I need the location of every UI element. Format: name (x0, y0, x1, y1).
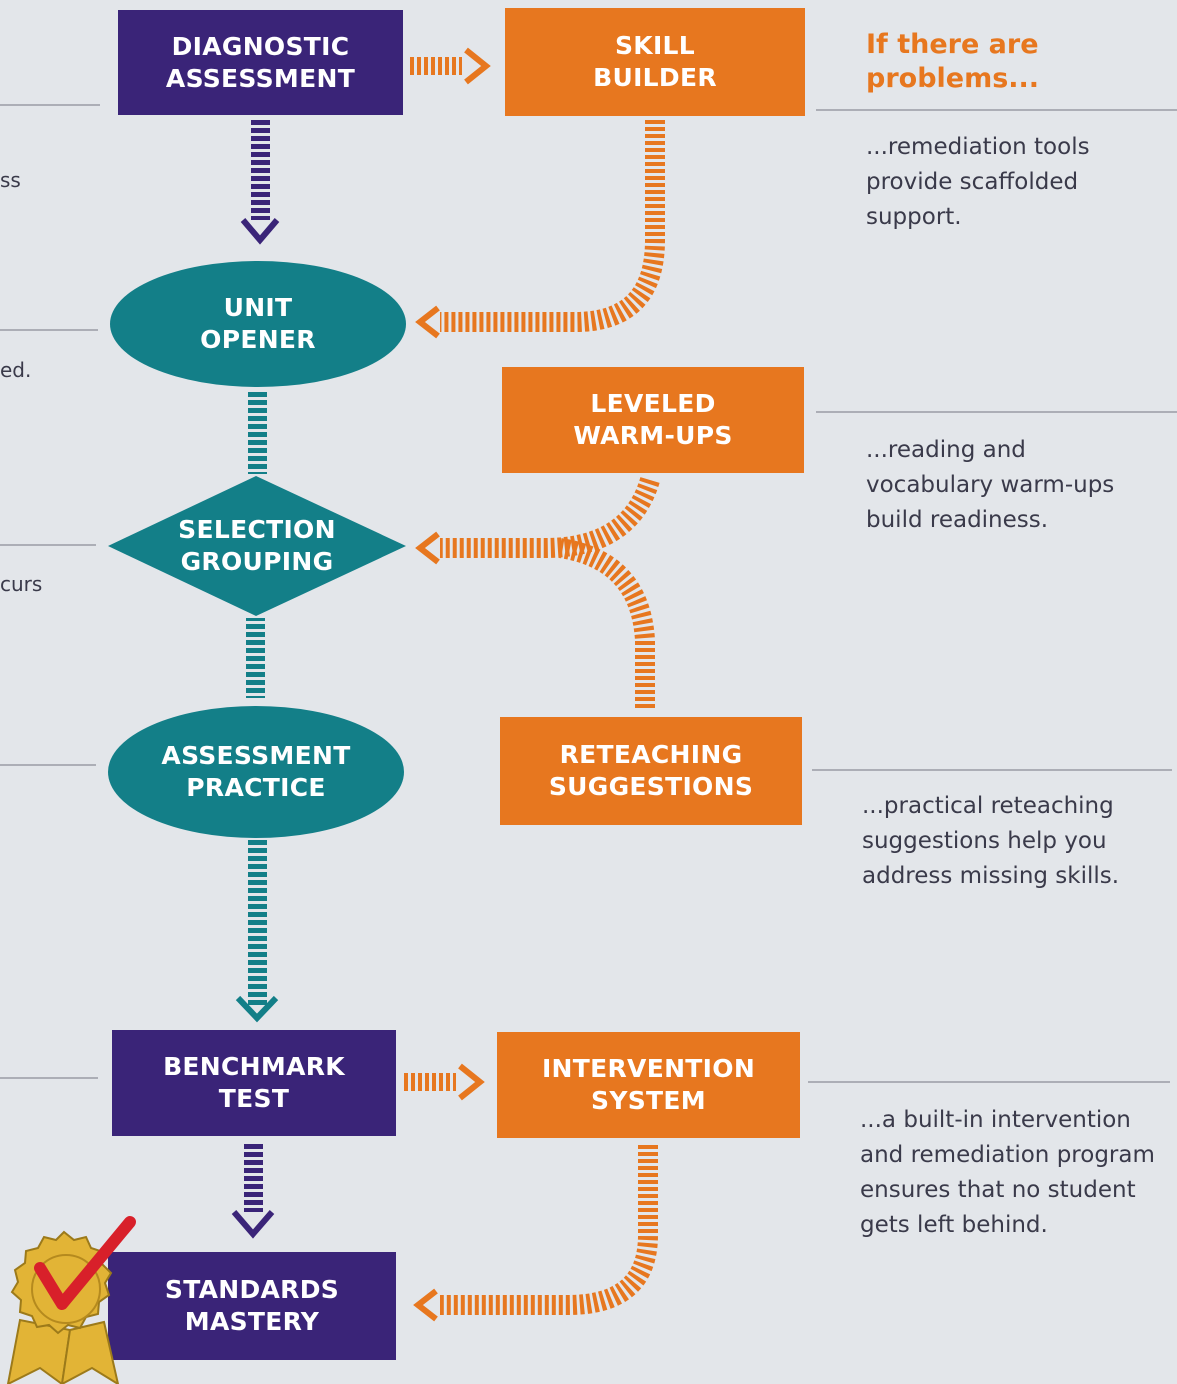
connector-unit-selection (248, 392, 267, 474)
connector-diagnostic-unit (251, 120, 270, 220)
node-unit-opener (110, 261, 406, 387)
return-arrows (440, 120, 665, 1315)
connector-assessment-benchmark (248, 838, 267, 1008)
node-standards-mastery (108, 1252, 396, 1360)
return-intervention-to-standards (440, 1145, 658, 1315)
label-selection-grouping: SELECTION GROUPING (178, 515, 336, 576)
return-reteaching-to-selection (558, 538, 655, 708)
node-reteaching-suggestions (500, 717, 802, 825)
node-leveled-warmups (502, 367, 804, 473)
arrow-benchmark-to-intervention (404, 1063, 485, 1101)
node-intervention-system (497, 1032, 800, 1138)
node-benchmark-test (112, 1030, 396, 1136)
label-benchmark-test: BENCHMARK TEST (163, 1052, 345, 1113)
label-intervention-system: INTERVENTION SYSTEM (541, 1054, 756, 1115)
left-text-fragment: ed. (0, 358, 32, 382)
left-text-fragment: curs (0, 572, 43, 596)
divider-rules (0, 104, 1177, 1083)
node-assessment-practice (108, 706, 404, 838)
sidebar-note: ...reading and vocabulary warm-ups build… (866, 437, 1115, 533)
label-skill-builder: SKILL BUILDER (593, 31, 717, 92)
arrow-diagnostic-to-skill (410, 47, 491, 85)
label-leveled-warmups: LEVELED WARM-UPS (573, 389, 733, 450)
sidebar-note: ...a built-in intervention and remediati… (860, 1107, 1155, 1238)
return-arrowheads (413, 305, 440, 1322)
node-skill-builder (505, 8, 805, 116)
label-standards-mastery: STANDARDS MASTERY (164, 1275, 340, 1336)
label-reteaching-suggestions: RETEACHING SUGGESTIONS (548, 740, 754, 801)
connector-benchmark-standards (244, 1142, 263, 1212)
connector-selection-assessment (246, 618, 265, 698)
seal-checkmark-icon (6, 1216, 136, 1384)
problem-arrows (404, 47, 491, 1101)
label-assessment-practice: ASSESSMENT PRACTICE (161, 741, 351, 802)
arrowhead-down-icon (240, 218, 280, 245)
arrowhead-left-icon (415, 531, 440, 565)
node-selection-grouping (108, 476, 406, 616)
main-flow-connectors (231, 120, 280, 1239)
label-unit-opener: UNIT OPENER (200, 293, 316, 354)
arrowhead-left-icon (413, 1288, 438, 1322)
left-text-fragment: ss (0, 168, 21, 192)
sidebar-heading: If there are problems... (866, 29, 1040, 94)
sidebar-note: ...practical reteaching suggestions help… (862, 793, 1120, 889)
node-diagnostic-assessment (118, 10, 403, 115)
return-skill-to-unit (440, 120, 665, 332)
return-warmups-to-selection (440, 476, 660, 558)
sidebar-note: ...remediation tools provide scaffolded … (866, 134, 1090, 230)
arrowhead-left-icon (415, 305, 440, 339)
label-diagnostic-assessment: DIAGNOSTIC ASSESSMENT (165, 31, 356, 93)
arrowhead-down-icon (231, 1210, 275, 1239)
arrowhead-down-icon (235, 995, 279, 1023)
